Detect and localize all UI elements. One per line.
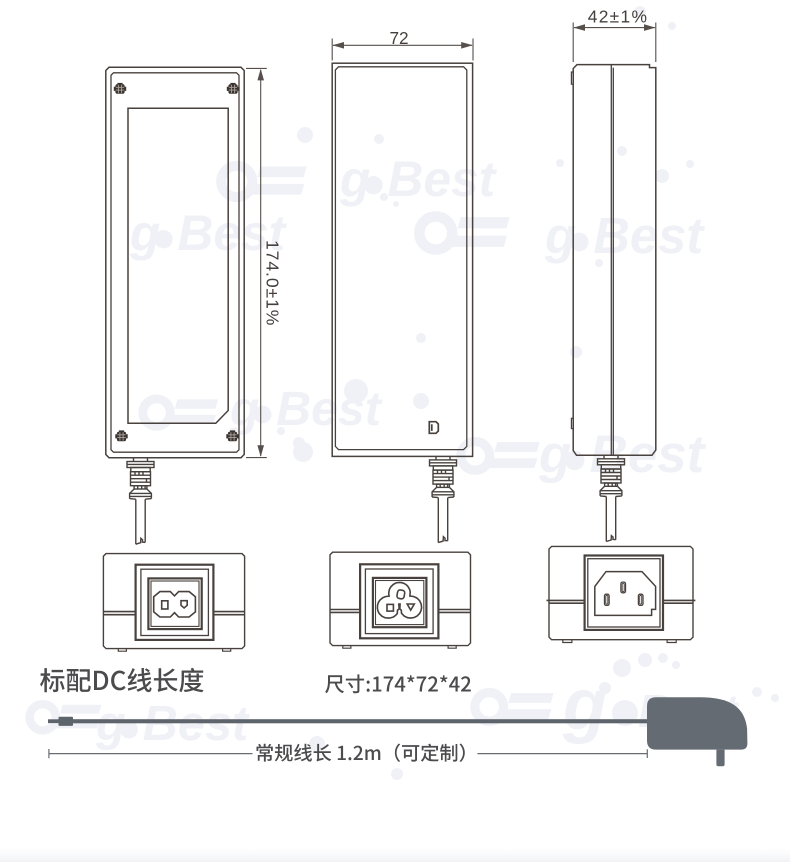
svg-text:g: g bbox=[562, 665, 607, 745]
svg-text:72: 72 bbox=[389, 28, 408, 48]
svg-text:42±1%: 42±1% bbox=[588, 7, 649, 27]
svg-text:174.0±1%: 174.0±1% bbox=[263, 240, 283, 326]
